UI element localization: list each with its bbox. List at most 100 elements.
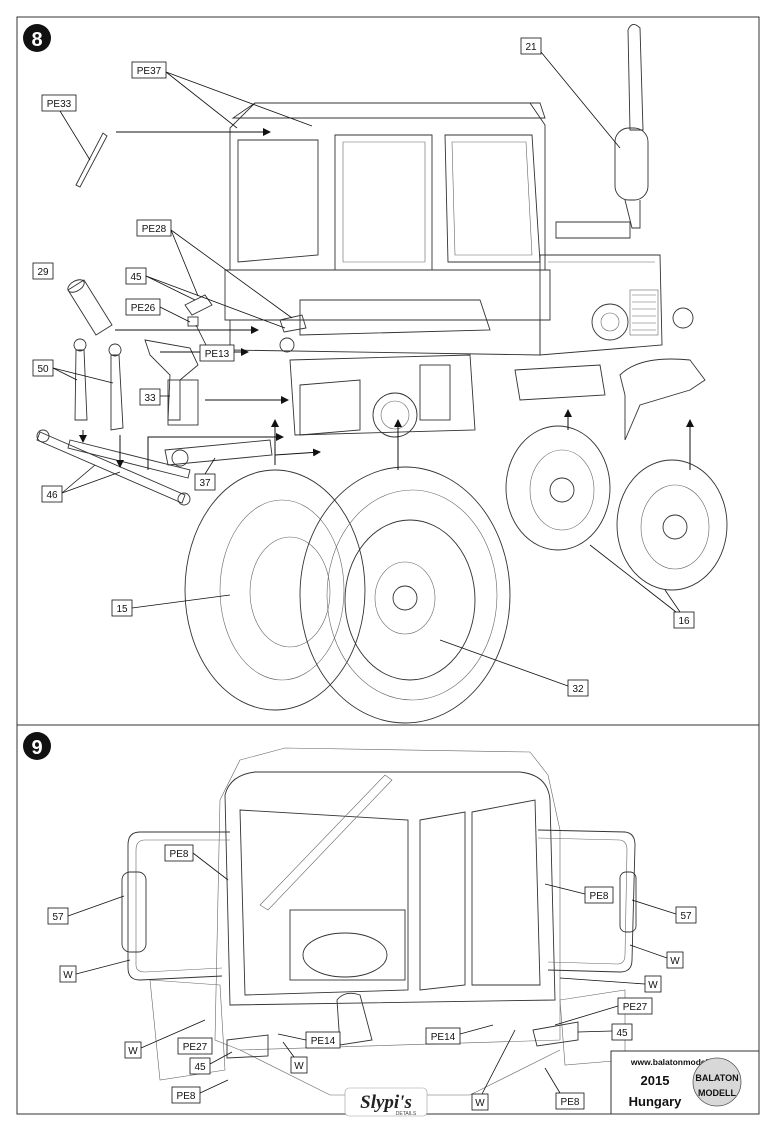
svg-text:45: 45 [194,1062,206,1073]
label-pe14-right: PE14 [425,1027,461,1045]
svg-text:PE8: PE8 [170,849,189,860]
label-pe28: PE28 [136,219,172,237]
svg-text:BALATON: BALATON [695,1073,738,1083]
front-wheel-16-right [616,459,728,591]
label-pe27-right: PE27 [617,997,653,1015]
svg-text:45: 45 [616,1028,628,1039]
label-37: 37 [194,473,216,491]
label-pe33: PE33 [41,94,77,112]
svg-text:Slypi's: Slypi's [360,1092,412,1113]
parts-pe28-cluster [184,294,307,353]
svg-text:W: W [475,1098,485,1109]
svg-text:37: 37 [199,478,211,489]
label-pe8-left-top: PE8 [164,844,194,862]
svg-text:PE27: PE27 [183,1042,208,1053]
svg-text:DETAILS: DETAILS [396,1111,417,1117]
part-33-hitch [144,339,199,426]
step9-callouts: PE8 57 W W PE27 45 PE14 W PE8 PE8 57 W W… [47,844,697,1111]
svg-text:PE26: PE26 [131,303,156,314]
svg-text:45: 45 [130,272,142,283]
svg-text:29: 29 [37,267,49,278]
svg-text:PE14: PE14 [431,1032,456,1043]
front-wheel-16-left [505,425,611,551]
label-w-right-mid: W [666,951,684,969]
svg-text:PE8: PE8 [590,891,609,902]
svg-text:PE27: PE27 [623,1002,648,1013]
parts-50-links [73,338,124,431]
lamp-left-45 [226,1034,269,1059]
lamp-right-45 [532,1021,579,1047]
mirror-left-57 [121,831,230,981]
label-15: 15 [111,599,133,617]
svg-text:32: 32 [572,684,584,695]
tractor-chassis [289,354,476,438]
svg-text:PE8: PE8 [561,1097,580,1108]
label-w-left-low: W [124,1041,142,1059]
part-29 [67,279,113,336]
parts-46-lower-links [36,429,191,506]
label-pe8-right-top: PE8 [584,886,614,904]
label-pe8-right-bottom: PE8 [555,1092,585,1110]
svg-text:PE13: PE13 [205,349,230,360]
svg-text:W: W [63,970,73,981]
label-pe13: PE13 [199,344,235,362]
svg-text:PE8: PE8 [177,1091,196,1102]
label-45-right: 45 [611,1023,633,1041]
label-45-left: 45 [189,1057,211,1075]
rear-wheel-15 [184,469,366,711]
svg-text:PE14: PE14 [311,1036,336,1047]
svg-text:57: 57 [680,911,692,922]
svg-text:46: 46 [46,490,58,501]
svg-text:15: 15 [116,604,128,615]
svg-text:W: W [648,980,658,991]
label-pe14-left: PE14 [305,1031,341,1049]
website-text: www.balatonmodell.hu [630,1057,723,1067]
label-57-right: 57 [675,906,697,924]
label-pe27-left: PE27 [177,1037,213,1055]
label-32: 32 [567,679,589,697]
svg-text:57: 57 [52,912,64,923]
svg-text:9: 9 [31,737,42,759]
publisher-info-box: www.balatonmodell.hu 2015 Hungary [610,1050,760,1115]
label-pe26: PE26 [125,298,161,316]
label-w-left-mid: W [59,965,77,983]
label-57-left: 57 [47,907,69,925]
step8-arrows [79,128,694,470]
svg-text:8: 8 [31,29,42,51]
step8-callouts: PE37 PE33 21 PE28 29 45 PE26 PE13 50 33 … [32,37,695,697]
label-pe37: PE37 [131,61,167,79]
label-29: 29 [32,262,54,280]
svg-text:50: 50 [37,364,49,375]
balaton-modell-logo: BALATON MODELL [692,1057,742,1107]
label-21: 21 [520,37,542,55]
mirror-right-57 [537,829,637,973]
svg-text:MODELL: MODELL [698,1088,736,1098]
svg-text:W: W [670,956,680,967]
step-8-badge: 8 [23,24,51,52]
country-text: Hungary [629,1094,683,1109]
label-33: 33 [139,388,161,406]
rear-wheel-32 [299,466,511,724]
slypis-logo: Slypi's DETAILS [344,1087,428,1117]
label-w-bottom: W [471,1093,489,1111]
label-pe8-left-bottom: PE8 [171,1086,201,1104]
svg-text:33: 33 [144,393,156,404]
svg-text:21: 21 [525,42,537,53]
year-text: 2015 [641,1073,670,1088]
svg-text:16: 16 [678,616,690,627]
label-16: 16 [673,611,695,629]
svg-text:W: W [128,1046,138,1057]
part-37-drawbar [164,439,273,467]
label-45: 45 [125,267,147,285]
label-46: 46 [41,485,63,503]
svg-text:PE37: PE37 [137,66,162,77]
label-w-right-low: W [644,975,662,993]
label-50: 50 [32,359,54,377]
label-w-left-small: W [290,1056,308,1074]
svg-text:PE33: PE33 [47,99,72,110]
svg-text:W: W [294,1061,304,1072]
exhaust-pipe-21 [555,24,649,239]
svg-text:PE28: PE28 [142,224,167,235]
part-pe33 [75,132,108,188]
